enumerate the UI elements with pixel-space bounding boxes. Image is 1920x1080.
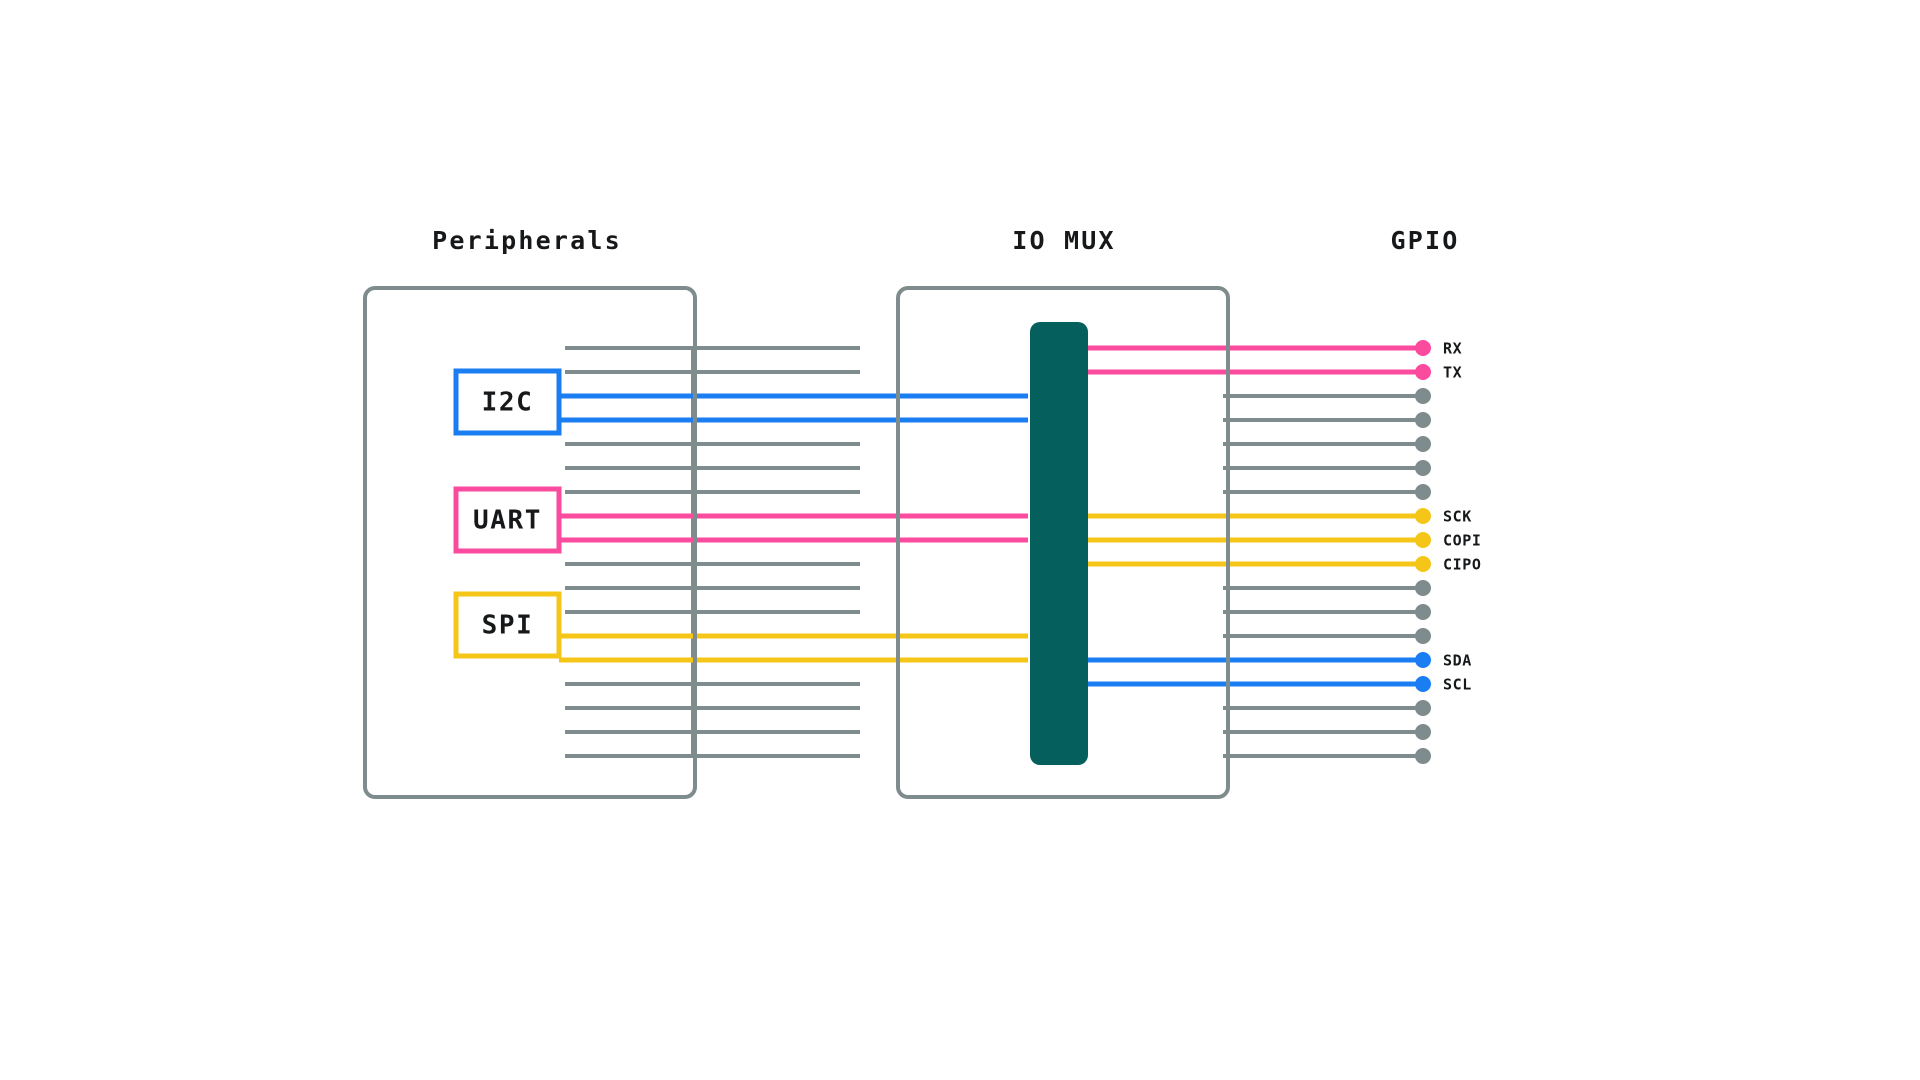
gpio-pin-dot (1415, 556, 1431, 572)
gpio-pin-label: RX (1443, 340, 1462, 358)
gpio-pin-dot (1415, 676, 1431, 692)
gpio-pin-CIPO[interactable]: CIPO (1415, 556, 1482, 574)
gpio-wires-layer (1088, 345, 1423, 758)
gpio-pin-unused-10[interactable] (1415, 580, 1431, 596)
io-mux-box (896, 286, 1230, 799)
gpio-pin-RX[interactable]: RX (1415, 340, 1462, 358)
gpio-pin-dot (1415, 580, 1431, 596)
peripheral-block-label-uart: UART (473, 506, 542, 536)
gpio-pin-dot (1415, 460, 1431, 476)
peripheral-block-spi[interactable]: SPI (453, 591, 562, 659)
gpio-pin-unused-11[interactable] (1415, 604, 1431, 620)
gpio-pin-dot (1415, 604, 1431, 620)
gpio-pin-unused-4[interactable] (1415, 436, 1431, 452)
gpio-pin-unused-15[interactable] (1415, 700, 1431, 716)
gpio-pin-label: TX (1443, 364, 1462, 382)
gpio-pin-unused-12[interactable] (1415, 628, 1431, 644)
gpio-pin-dot (1415, 724, 1431, 740)
gpio-pin-dot (1415, 652, 1431, 668)
peripheral-block-i2c[interactable]: I2C (453, 368, 562, 436)
column-title-gpio: GPIO (1390, 226, 1459, 255)
column-title-peripherals: Peripherals (432, 226, 622, 255)
gpio-pin-dot (1415, 340, 1431, 356)
gpio-pins-layer: RX TX SCK COPI CIPO SDA SCL (1415, 340, 1482, 764)
peripheral-block-outline-spi (453, 591, 562, 659)
peripheral-block-label-i2c: I2C (482, 388, 534, 418)
gpio-pin-dot (1415, 700, 1431, 716)
gpio-pin-dot (1415, 388, 1431, 404)
gpio-pin-dot (1415, 628, 1431, 644)
gpio-pin-unused-17[interactable] (1415, 748, 1431, 764)
gpio-pin-unused-5[interactable] (1415, 460, 1431, 476)
gpio-pin-label: COPI (1443, 532, 1482, 550)
gpio-pin-dot (1415, 484, 1431, 500)
gpio-pin-label: SCK (1443, 508, 1472, 526)
gpio-pin-label: SDA (1443, 652, 1472, 670)
gpio-pin-unused-6[interactable] (1415, 484, 1431, 500)
gpio-pin-SCL[interactable]: SCL (1415, 676, 1472, 694)
peripheral-bus-wires-layer (565, 346, 1028, 758)
peripheral-leads-layer (559, 393, 693, 663)
gpio-pin-dot (1415, 532, 1431, 548)
peripheral-block-label-spi: SPI (482, 611, 534, 641)
gpio-pin-dot (1415, 748, 1431, 764)
gpio-pin-unused-2[interactable] (1415, 388, 1431, 404)
peripheral-blocks-layer: I2C UART SPI (453, 368, 562, 659)
column-titles-layer: Peripherals IO MUX GPIO (432, 226, 1459, 255)
peripheral-block-uart[interactable]: UART (453, 486, 562, 554)
peripherals-box (363, 286, 697, 799)
gpio-pin-dot (1415, 508, 1431, 524)
gpio-pin-unused-16[interactable] (1415, 724, 1431, 740)
gpio-pin-SDA[interactable]: SDA (1415, 652, 1472, 670)
gpio-pin-dot (1415, 412, 1431, 428)
mux-switch-bar[interactable] (1030, 322, 1088, 765)
mux-bar-layer (1030, 322, 1088, 765)
containers-layer (363, 286, 1230, 799)
peripheral-block-outline-i2c (453, 368, 562, 436)
peripheral-block-outline-uart (453, 486, 562, 554)
gpio-pin-label: CIPO (1443, 556, 1482, 574)
gpio-pin-TX[interactable]: TX (1415, 364, 1462, 382)
gpio-pin-unused-3[interactable] (1415, 412, 1431, 428)
gpio-pin-SCK[interactable]: SCK (1415, 508, 1472, 526)
gpio-pin-dot (1415, 436, 1431, 452)
gpio-pin-COPI[interactable]: COPI (1415, 532, 1482, 550)
gpio-pin-label: SCL (1443, 676, 1472, 694)
gpio-pin-dot (1415, 364, 1431, 380)
column-title-io-mux: IO MUX (1012, 226, 1116, 255)
